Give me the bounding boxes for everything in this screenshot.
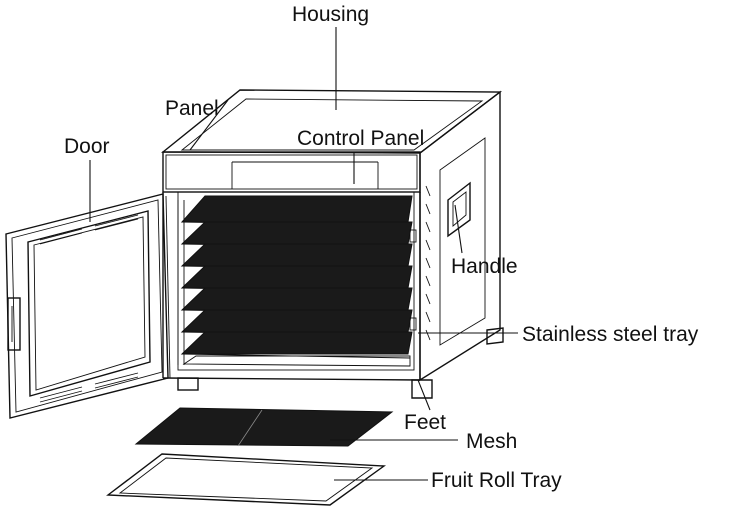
leader-lines <box>89 27 518 481</box>
tray-stack <box>177 195 417 367</box>
label-door: Door <box>64 135 110 158</box>
fruit-roll-tray <box>106 453 387 506</box>
door <box>5 193 171 419</box>
handle <box>447 181 471 238</box>
label-stainless-steel-tray: Stainless steel tray <box>522 323 699 346</box>
label-mesh: Mesh <box>466 430 517 453</box>
label-control-panel: Control Panel <box>297 127 424 150</box>
side-vents <box>425 185 431 341</box>
label-handle: Handle <box>451 255 518 278</box>
label-housing: Housing <box>292 3 369 26</box>
label-panel: Panel <box>165 97 219 120</box>
labels: Housing Panel Control Panel Door Handle … <box>64 3 699 492</box>
mesh <box>134 407 394 447</box>
feet <box>177 327 504 399</box>
label-fruit-roll-tray: Fruit Roll Tray <box>431 469 562 492</box>
label-feet: Feet <box>404 411 446 434</box>
housing-side <box>419 90 501 382</box>
